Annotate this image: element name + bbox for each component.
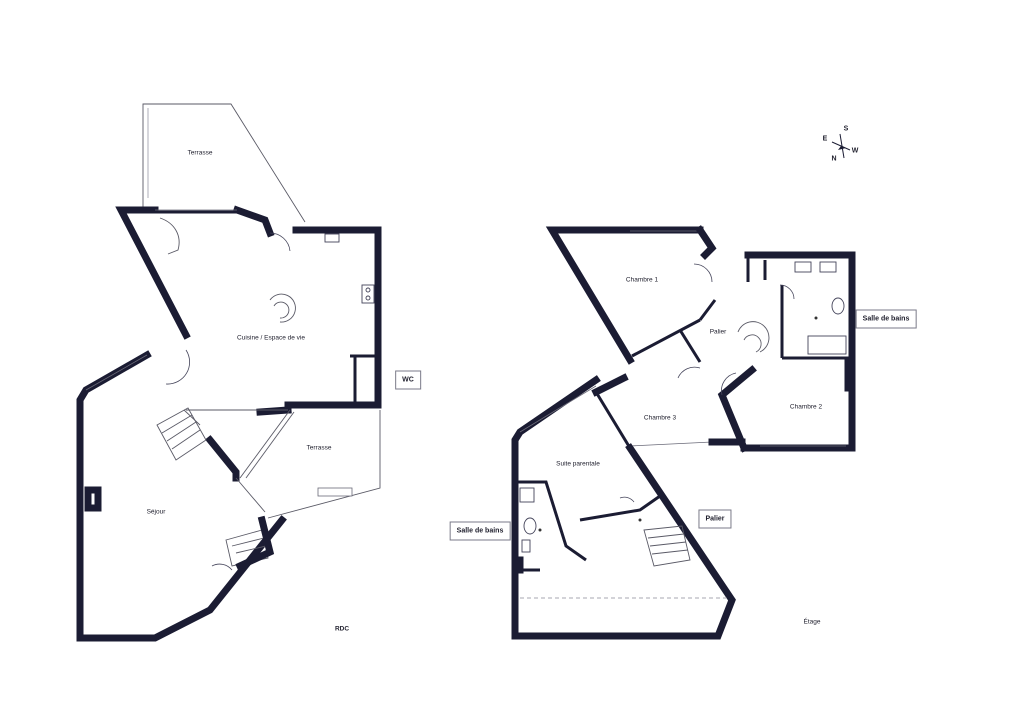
room-label-chambre2: Chambre 2	[789, 403, 823, 411]
compass-e: E	[822, 135, 828, 143]
level-label-rdc: RDC	[334, 625, 350, 633]
room-label-terrasse-mid: Terrasse	[306, 444, 332, 452]
room-label-terrasse-top: Terrasse	[187, 149, 213, 157]
upper-floor	[511, 225, 856, 640]
level-label-etage: Étage	[803, 618, 821, 626]
room-label-cuisine: Cuisine / Espace de vie	[237, 334, 305, 342]
callout-salle-de-bains-1: Salle de bains	[855, 309, 917, 329]
room-label-sejour: Séjour	[146, 508, 166, 516]
room-label-chambre3: Chambre 3	[643, 414, 677, 422]
callout-salle-de-bains-2: Salle de bains	[449, 521, 511, 541]
compass-n: N	[831, 155, 837, 163]
room-label-suite: Suite parentale	[556, 460, 600, 468]
callout-palier-2: Palier	[698, 509, 732, 529]
callout-wc: WC	[395, 370, 421, 390]
compass-rose	[831, 133, 851, 159]
compass-w: W	[851, 147, 859, 155]
compass-s: S	[843, 125, 849, 133]
ground-floor	[76, 103, 382, 642]
room-label-chambre1: Chambre 1	[625, 276, 659, 284]
room-label-palier1: Palier	[709, 328, 727, 336]
